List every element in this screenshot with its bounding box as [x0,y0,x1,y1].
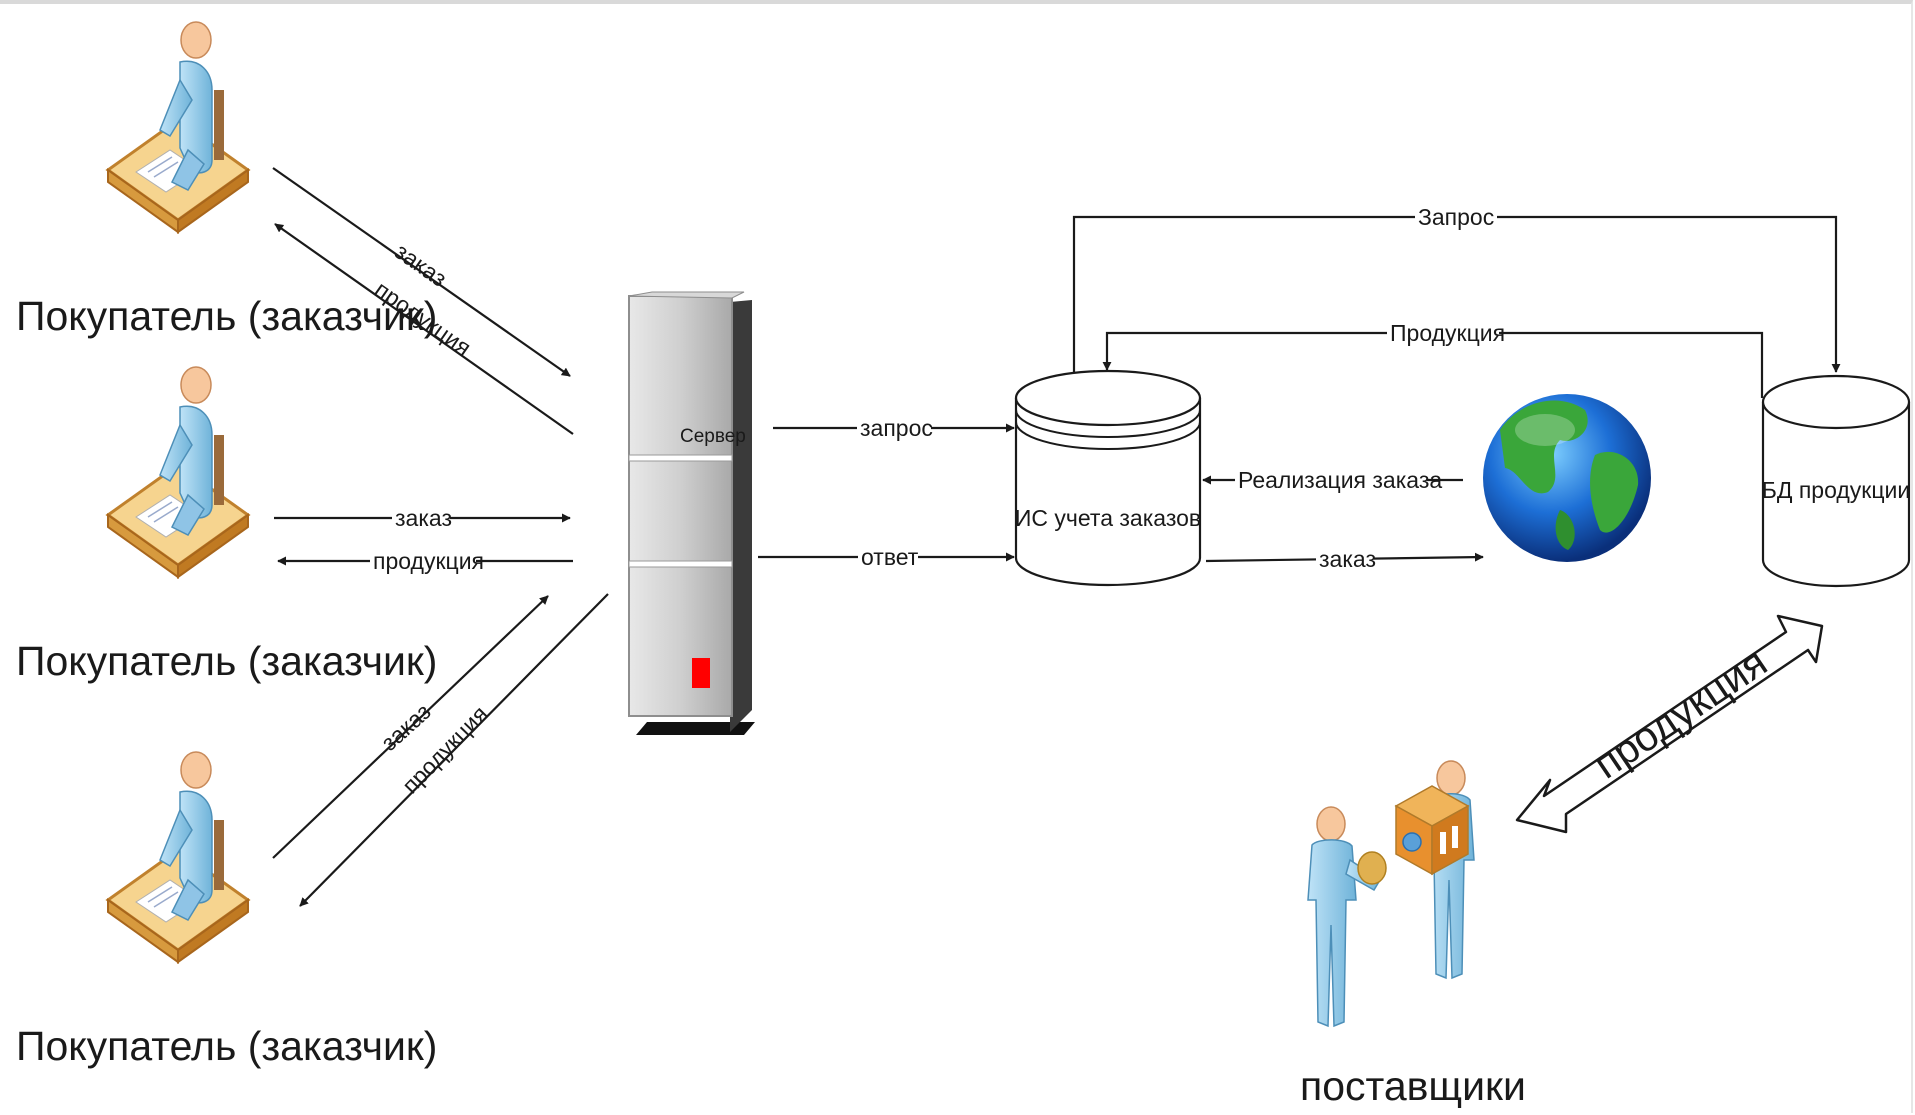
edge-label: заказ [390,238,452,292]
suppliers-handover-icon [1307,760,1475,1028]
edge-request: запрос [773,414,1015,441]
edge-order-top: заказ [272,167,571,377]
desk-worker-icon [106,20,250,234]
edge-label: заказ [376,698,436,755]
product-db: БД продукции [1762,374,1910,588]
customer-label: Покупатель (заказчик) [16,1023,437,1069]
edge-label: запрос [860,415,933,441]
edge-label: ответ [861,544,919,570]
edge-label: продукция [1585,639,1775,788]
desk-worker-icon [106,365,250,579]
edge-query-to-db: Запрос [1072,202,1841,373]
order-system-label: ИС учета заказов [1015,505,1201,531]
product-db-label: БД продукции [1762,477,1910,503]
customer-1: Покупатель (заказчик) [16,20,437,339]
edge-label: продукция [373,548,484,574]
customer-3: Покупатель (заказчик) [16,750,437,1069]
edge-supply-products: продукция [1515,614,1824,834]
customer-label: Покупатель (заказчик) [16,293,437,339]
edge-order-bot: заказ [272,595,549,859]
server-label: Сервер [680,426,746,447]
customer-label: Покупатель (заказчик) [16,638,437,684]
edge-product-to-is: Продукция [1102,318,1764,398]
desk-worker-icon [106,750,250,964]
edge-realization: Реализация заказа [1202,465,1463,493]
edge-product-mid: продукция [277,546,573,574]
edge-label: заказ [1319,546,1376,572]
edge-label: Запрос [1418,204,1494,230]
suppliers: поставщики [1300,760,1526,1109]
suppliers-label: поставщики [1300,1063,1526,1109]
edge-label: Продукция [1390,320,1505,346]
edge-order-mid: заказ [274,503,571,531]
server: Сервер [628,291,755,735]
edge-label: Реализация заказа [1238,467,1442,493]
edge-order-to-globe: заказ [1205,545,1484,572]
edge-label: заказ [395,505,452,531]
customer-2: Покупатель (заказчик) [16,365,437,684]
edge-response: ответ [758,543,1015,570]
order-system: ИС учета заказов [1015,369,1201,587]
globe-icon [1483,394,1651,562]
server-indicator [692,658,710,688]
server-tower-icon [628,291,755,735]
